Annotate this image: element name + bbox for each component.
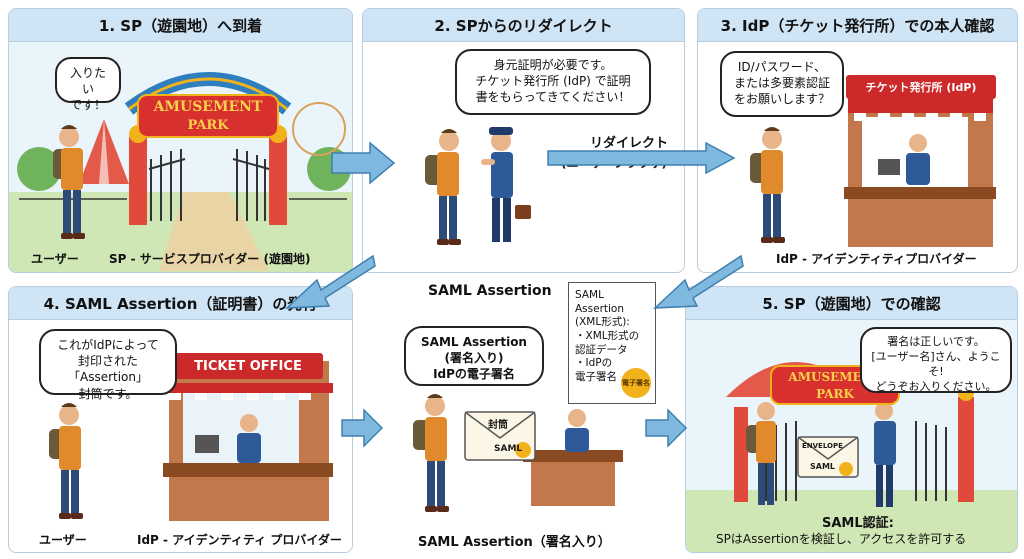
sp-verification-illustration: [686, 320, 1017, 552]
idp-booth-illustration: [750, 99, 996, 247]
assertion-xml-note: SAML Assertion (XML形式): ・XML形式の 認証データ ・I…: [568, 282, 656, 404]
guard-speech-bubble: 身元証明が必要です。 チケット発行所 (IdP) で証明 書をもらってきてくださ…: [455, 49, 651, 115]
sign-line-1: AMUSEMENT: [153, 99, 263, 115]
arrow-2-to-4: [285, 254, 376, 309]
panel-3-title: 3. IdP（チケット発行所）での本人確認: [698, 9, 1017, 42]
arrow-4-to-middle: [341, 408, 384, 448]
booth-sign: チケット発行所 (IdP): [846, 75, 996, 99]
panel-4-title: 4. SAML Assertion（証明書）の発行: [9, 287, 352, 320]
amusement-park-sign: AMUSEMENT PARK: [137, 94, 279, 138]
user-speech-bubble: 入りたい です！: [55, 57, 121, 112]
amusement-park-sign-5: AMUSEMENT PARK: [770, 365, 900, 405]
sp-caption: SP - サービスプロバイダー (遊園地): [109, 252, 311, 266]
envelope-label-bottom: SAML: [810, 462, 836, 471]
assertion-signed-caption: SAML Assertion（署名入り）: [418, 535, 611, 550]
guard-speech-bubble-5: 署名は正しいです。 [ユーザー名]さん、ようこそ! どうぞお入りください。: [860, 327, 1012, 393]
saml-auth-caption-2: SPはAssertionを検証し、アクセスを許可する: [716, 532, 967, 546]
envelope-label-top: ENVELOPE: [802, 442, 843, 450]
panel-4: 4. SAML Assertion（証明書）の発行 TICKET OFFICE …: [8, 286, 353, 553]
redirect-label: リダイレクト: [590, 136, 669, 151]
user-caption-4: ユーザー: [39, 533, 87, 547]
digital-seal: 電子署名: [621, 368, 651, 398]
panel-5: 5. SP（遊園地）での確認 AMUSEMENT: [685, 286, 1018, 553]
user-caption: ユーザー: [31, 252, 79, 266]
amusement-park-gate-illustration: [9, 42, 352, 272]
ticket-office-illustration: [49, 361, 333, 521]
assertion-handover-illustration: [413, 394, 623, 512]
ticket-office-sign: TICKET OFFICE: [173, 353, 323, 379]
user-speech-bubble-4: これがIdPによって 封印された「Assertion」 封筒です。: [39, 329, 177, 401]
panel-2-title: 2. SPからのリダイレクト: [363, 9, 684, 42]
panel-2: 2. SPからのリダイレクト 身元証明が必要です。 チケット発行所 (IdP) …: [362, 8, 685, 273]
panel-1-title: 1. SP（遊園地）へ到着: [9, 9, 352, 42]
assertion-speech-bubble: SAML Assertion (署名入り) IdPの電子署名: [404, 326, 544, 386]
idp-caption: IdP - アイデンティティプロバイダー: [776, 252, 977, 266]
idp-caption-4: IdP - アイデンティティ プロバイダー: [137, 533, 342, 547]
envelope-label-bottom-mid: SAML: [494, 444, 523, 454]
envelope-label-top-mid: 封筒: [488, 420, 508, 431]
arrow-3-to-assertion: [653, 254, 744, 309]
redirect-illustration: [425, 127, 531, 245]
arrow-redirect-2-to-3: [547, 141, 736, 175]
idp-speech-bubble: ID/パスワード、 または多要素認証 をお願いします？: [720, 51, 844, 117]
arrow-1-to-2: [331, 141, 396, 185]
arrow-middle-to-5: [645, 408, 688, 448]
panel-3: 3. IdP（チケット発行所）での本人確認 チケット発行所 (IdP) ID/パ…: [697, 8, 1018, 273]
sign-line-1: AMUSEMENT: [788, 370, 882, 384]
sign-line-2: PARK: [187, 118, 229, 133]
sign-line-2: PARK: [816, 387, 854, 401]
saml-auth-caption-1: SAML認証:: [822, 516, 894, 531]
panel-5-title: 5. SP（遊園地）での確認: [686, 287, 1017, 320]
panel-1: 1. SP（遊園地）へ到着: [8, 8, 353, 273]
saml-assertion-label: SAML Assertion: [428, 283, 552, 299]
